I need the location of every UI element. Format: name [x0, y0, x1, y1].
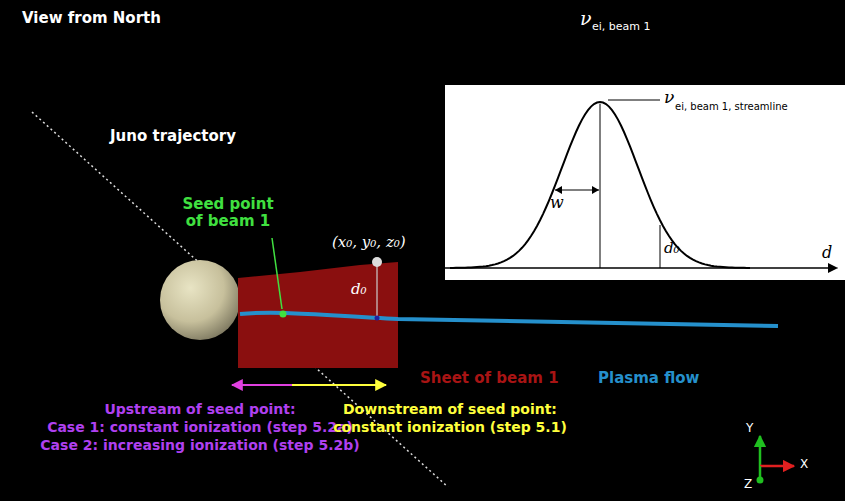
x-axis-arrow [760, 465, 794, 468]
axis-subscript: ei, beam 1 [592, 21, 651, 34]
peak-subscript: ei, beam 1, streamline [675, 101, 788, 113]
leader-line [272, 238, 282, 309]
axis-letter: Y [746, 422, 753, 436]
seed-point [280, 311, 287, 318]
y-axis-arrow [759, 436, 762, 466]
d0-label: d₀ [664, 240, 680, 257]
downstream-case: constant ionization (step 5.1) [333, 419, 567, 435]
gaussian-curve [450, 102, 750, 268]
axis-letter: X [800, 458, 808, 472]
sheet-label: Sheet of beam 1 [420, 370, 559, 387]
axis-symbol: ν [580, 8, 592, 30]
foot-point [375, 316, 380, 321]
upstream-arrow [232, 384, 292, 386]
width-label: w [550, 194, 564, 212]
leader-line [608, 100, 660, 101]
downstream-heading: Downstream of seed point: [343, 401, 557, 417]
d0-tick [660, 225, 661, 268]
flow-label: Plasma flow [598, 370, 699, 387]
distance-line [376, 264, 377, 317]
peak-symbol: ν [664, 88, 674, 108]
center-line [600, 104, 601, 268]
upstream-case: Case 1: constant ionization (step 5.2a) [47, 419, 353, 435]
axis-letter: Z [744, 478, 752, 492]
upstream-heading: Upstream of seed point: [104, 401, 295, 417]
axis-label: d [822, 244, 832, 262]
z-axis-arrow [759, 466, 762, 478]
plasma-flow-line [240, 313, 778, 326]
upstream-case: Case 2: increasing ionization (step 5.2b… [40, 437, 359, 453]
downstream-arrow [292, 384, 386, 386]
seed-label: Seed point of beam 1 [178, 196, 278, 231]
trajectory-label: Juno trajectory [110, 128, 236, 145]
planet [160, 260, 240, 340]
sample-point [372, 257, 382, 267]
graph-axis [445, 267, 838, 268]
point-label: (x₀, y₀, z₀) [332, 234, 406, 251]
graph-panel [445, 85, 845, 280]
view-title: View from North [22, 10, 161, 27]
distance-label: d₀ [351, 281, 367, 298]
